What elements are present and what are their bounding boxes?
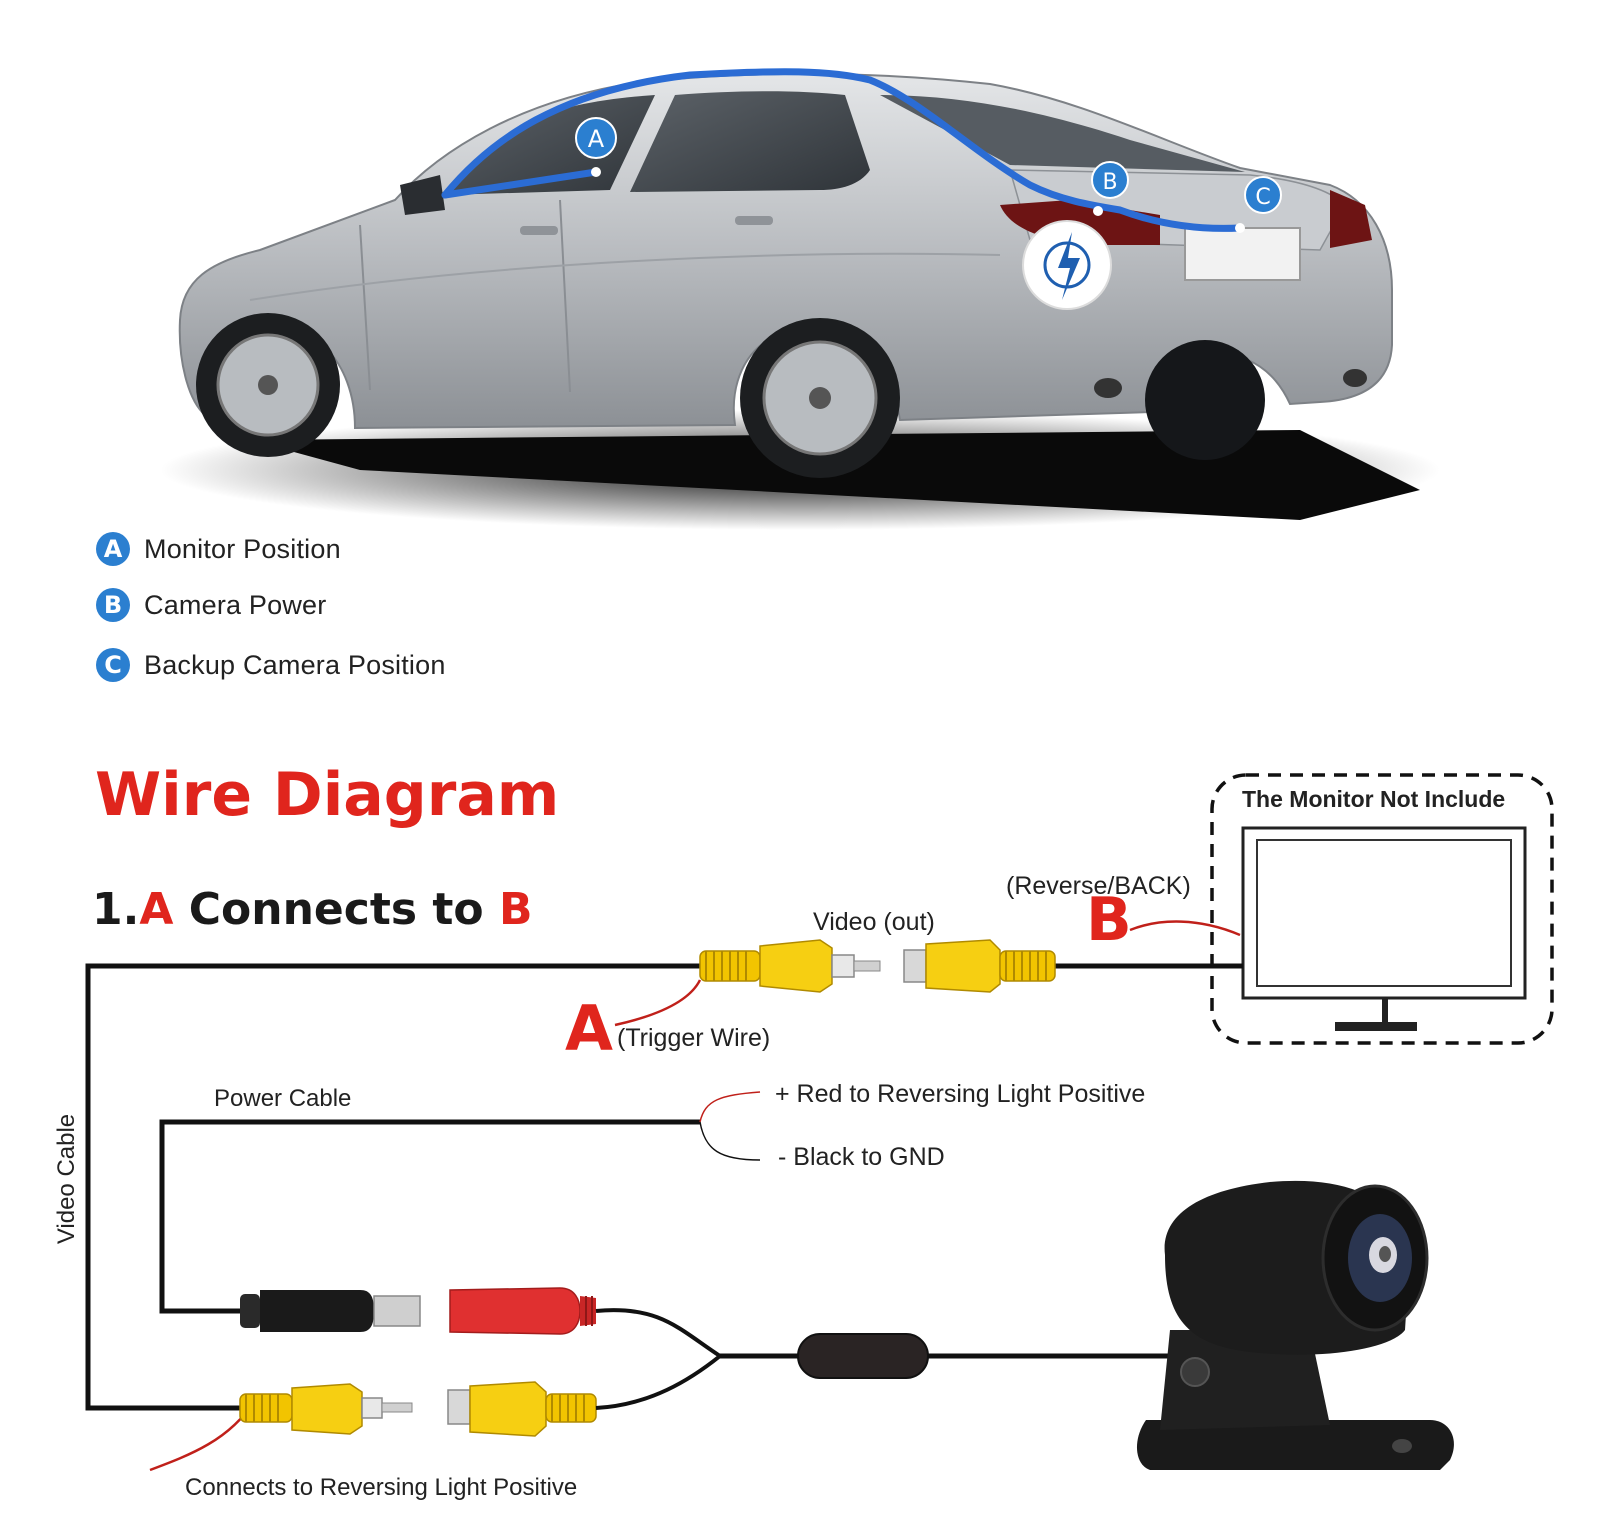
monitor-dashed-box	[1210, 773, 1554, 1045]
wire-diagram-title: Wire Diagram	[95, 760, 560, 830]
inline-filter-module	[797, 1333, 929, 1379]
legend-item-backup-camera-position: C Backup Camera Position	[96, 648, 446, 682]
marker-a-dot	[591, 167, 601, 177]
marker-b-dot	[1093, 206, 1103, 216]
step-from-letter: A	[139, 884, 174, 935]
exhaust-right	[1343, 369, 1367, 387]
power-bolt-icon	[1022, 220, 1112, 310]
monitor-not-included-note: The Monitor Not Include	[1242, 786, 1506, 812]
video-out-label: Video (out)	[813, 908, 935, 936]
front-hub	[258, 375, 278, 395]
side-mirror	[400, 175, 445, 215]
door-handle-front	[520, 226, 558, 235]
power-split-black	[699, 1121, 761, 1161]
dc-female-red-connector	[449, 1287, 596, 1335]
video-cable-label: Video Cable	[53, 1113, 80, 1245]
legend-item-monitor-position: A Monitor Position	[96, 532, 341, 566]
trigger-wire-b	[1129, 920, 1241, 937]
door-line-middle	[559, 199, 571, 393]
terminal-a-letter: A	[565, 992, 613, 1065]
wire-to-monitor	[441, 168, 600, 199]
power-cable-label: Power Cable	[214, 1085, 352, 1112]
rear-hub	[809, 387, 831, 409]
camera-cable-video-branch	[595, 1354, 722, 1410]
rear-door-window	[630, 91, 870, 192]
legend-label-camera-power: Camera Power	[144, 589, 327, 620]
exhaust-left	[1094, 378, 1122, 398]
legend-badge-a: A	[96, 532, 130, 566]
rear-right-wheel	[1145, 340, 1265, 460]
reversing-light-label: Connects to Reversing Light Positive	[185, 1474, 578, 1501]
trigger-wire-label: (Trigger Wire)	[617, 1024, 771, 1052]
marker-a-label: A	[588, 125, 605, 153]
red-positive-label: + Red to Reversing Light Positive	[775, 1080, 1146, 1108]
character-line	[249, 252, 1001, 301]
legend-badge-c: C	[96, 648, 130, 682]
marker-b-label: B	[1102, 170, 1117, 195]
camera-cable-power-branch	[595, 1308, 722, 1358]
video-cable	[85, 963, 700, 1411]
reverse-back-label: (Reverse/BACK)	[1006, 872, 1191, 900]
legend-item-camera-power: B Camera Power	[96, 588, 326, 622]
door-line-front	[359, 224, 371, 391]
car-illustration: A B C	[160, 68, 1440, 530]
legend-label-monitor-position: Monitor Position	[144, 533, 341, 564]
marker-b: B	[1091, 161, 1129, 199]
terminal-b-letter: B	[1086, 885, 1132, 955]
legend-label-backup-camera-position: Backup Camera Position	[144, 649, 446, 680]
step-prefix: 1.	[92, 884, 140, 935]
trigger-wire-a	[614, 979, 702, 1027]
license-plate	[1184, 227, 1301, 281]
marker-c: C	[1244, 176, 1282, 214]
monitor-icon	[1241, 826, 1527, 1031]
door-handle-rear	[735, 216, 773, 225]
rca-female-connector-b	[903, 939, 1056, 993]
rca-male-connector-a	[699, 939, 881, 993]
step-middle-text: Connects to	[173, 884, 499, 935]
legend-badge-b: B	[96, 588, 130, 622]
wire-route	[441, 68, 1244, 232]
marker-c-dot	[1235, 223, 1245, 233]
right-tail-light	[1330, 190, 1372, 248]
rca-female-connector-bottom	[447, 1381, 597, 1437]
marker-a: A	[575, 117, 617, 159]
power-split-red	[699, 1091, 761, 1123]
step-to-letter: B	[498, 884, 533, 935]
marker-c-label: C	[1255, 185, 1270, 210]
step-heading: 1.A Connects to B	[92, 884, 532, 935]
dc-male-black-connector	[240, 1290, 421, 1332]
backup-camera	[1136, 1180, 1454, 1470]
rca-male-connector-bottom	[239, 1383, 413, 1435]
rear-window	[880, 95, 1245, 172]
black-ground-label: - Black to GND	[778, 1143, 945, 1171]
power-cable	[159, 1119, 700, 1314]
